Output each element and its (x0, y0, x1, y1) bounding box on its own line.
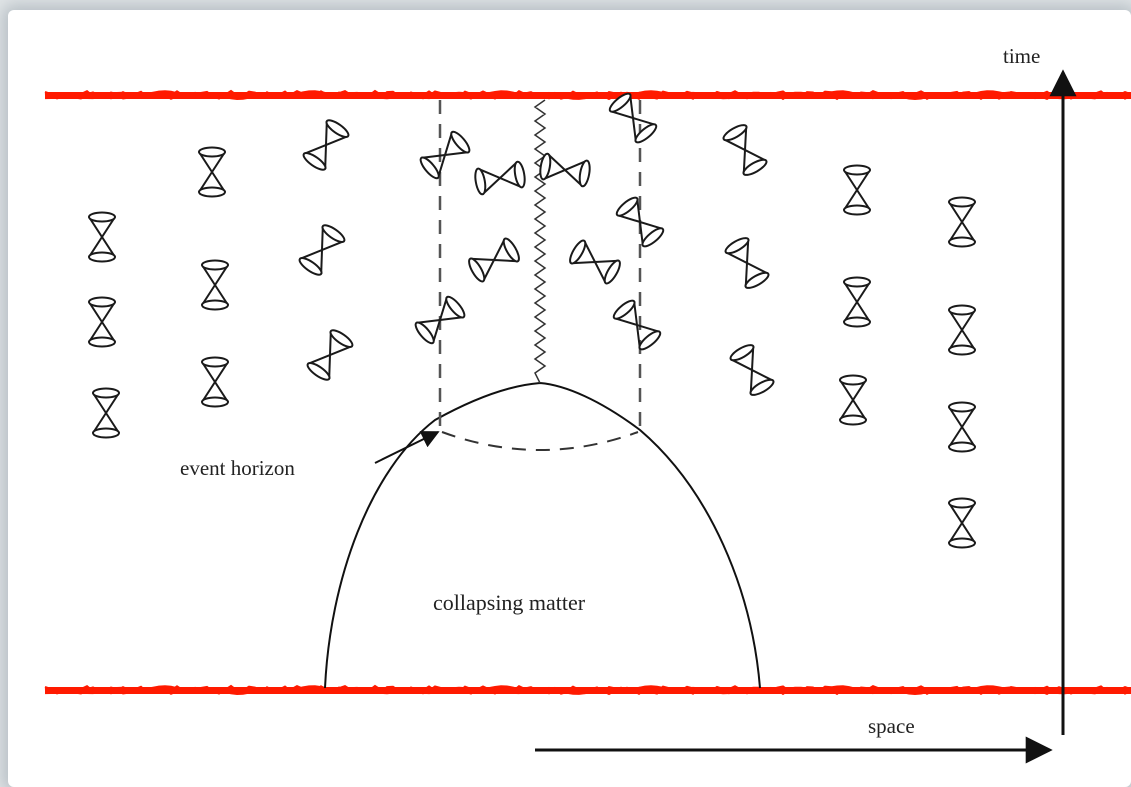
light-cone-icon (468, 237, 520, 283)
collapsing-matter-boundary (324, 381, 761, 689)
light-cone-icon (306, 329, 354, 381)
light-cone-icon (88, 211, 116, 263)
singularity-line (533, 99, 547, 384)
light-cone-icon (539, 152, 591, 188)
time-axis-label: time (1003, 44, 1040, 68)
light-cone-icon (839, 374, 867, 426)
light-cones (88, 92, 976, 549)
light-cone-icon (419, 130, 471, 180)
light-cone-icon (201, 259, 229, 311)
event-horizon-crossing (441, 431, 639, 451)
light-cone-icon (608, 92, 658, 144)
lower-boundary-line (44, 684, 1131, 696)
light-cone-icon (843, 164, 871, 216)
event-horizon-pointer (374, 431, 440, 464)
light-cone-icon (198, 146, 226, 198)
space-axis-label: space (868, 714, 915, 738)
light-cone-icon (302, 119, 350, 171)
light-cone-icon (729, 344, 775, 396)
light-cone-icon (948, 401, 976, 453)
light-cone-icon (612, 299, 662, 351)
light-cone-icon (948, 196, 976, 248)
light-cone-icon (724, 237, 770, 289)
light-cone-icon (569, 239, 621, 285)
light-cone-icon (298, 224, 346, 276)
collapsing-matter-label: collapsing matter (433, 590, 586, 615)
light-cone-icon (414, 295, 466, 345)
light-cone-icon (201, 356, 229, 408)
light-cone-icon (88, 296, 116, 348)
light-cone-icon (843, 276, 871, 328)
event-horizon-label: event horizon (180, 456, 295, 480)
light-cone-icon (948, 497, 976, 549)
light-cone-icon (722, 124, 768, 176)
light-cone-icon (92, 387, 120, 439)
light-cone-icon (615, 196, 665, 248)
diagram-card (8, 10, 1131, 787)
upper-boundary-line (44, 89, 1131, 101)
light-cone-icon (948, 304, 976, 356)
light-cone-icon (474, 160, 526, 196)
